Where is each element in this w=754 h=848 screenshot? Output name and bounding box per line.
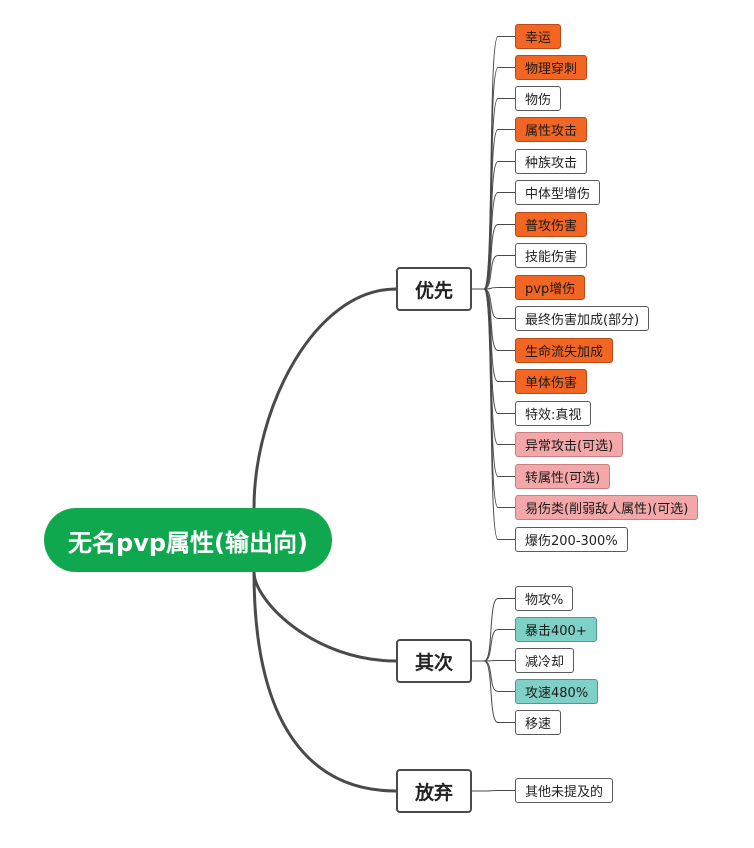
connector-line [252, 571, 397, 663]
connector-line [472, 255, 515, 290]
leaf-item[interactable]: 物伤 [515, 86, 562, 111]
connector-line [472, 660, 515, 723]
connector-line [472, 129, 515, 290]
leaf-item[interactable]: 转属性(可选) [515, 464, 611, 489]
leaf-item[interactable]: 易伤类(削弱敌人属性)(可选) [515, 495, 699, 520]
leaf-item[interactable]: 特效:真视 [515, 401, 592, 426]
connector-line [472, 288, 515, 540]
leaf-item[interactable]: 减冷却 [515, 648, 575, 673]
leaf-item[interactable]: 移速 [515, 710, 562, 735]
leaf-item[interactable]: 爆伤200-300% [515, 527, 628, 552]
leaf-item[interactable]: 幸运 [515, 24, 562, 49]
branch-priority[interactable]: 优先 [396, 267, 472, 311]
connector-line [472, 161, 515, 290]
connector-line [472, 288, 515, 414]
connector-line [472, 288, 515, 477]
connector-line [252, 287, 397, 509]
leaf-item[interactable]: 技能伤害 [515, 243, 588, 268]
leaf-item[interactable]: 暴击400+ [515, 617, 597, 642]
leaf-item[interactable]: 中体型增伤 [515, 180, 601, 205]
leaf-item[interactable]: 其他未提及的 [515, 778, 614, 803]
connector-line [472, 790, 515, 792]
leaf-item[interactable]: 异常攻击(可选) [515, 432, 624, 457]
leaf-item[interactable]: pvp增伤 [515, 275, 586, 300]
connector-line [472, 288, 515, 351]
branch-abandon[interactable]: 放弃 [396, 769, 472, 813]
connector-line [472, 288, 515, 445]
connector-line [472, 660, 515, 692]
connector-line [472, 224, 515, 290]
leaf-item[interactable]: 生命流失加成 [515, 338, 614, 363]
leaf-item[interactable]: 攻速480% [515, 679, 599, 704]
connector-line [252, 571, 397, 793]
connector-line [472, 288, 515, 382]
leaf-item[interactable]: 普攻伤害 [515, 212, 588, 237]
leaf-item[interactable]: 属性攻击 [515, 117, 588, 142]
leaf-item[interactable]: 最终伤害加成(部分) [515, 306, 650, 331]
connector-line [472, 288, 515, 319]
connector-line [472, 629, 515, 662]
connector-line [472, 192, 515, 290]
leaf-item[interactable]: 物攻% [515, 586, 574, 611]
branch-secondary[interactable]: 其次 [396, 639, 472, 683]
leaf-item[interactable]: 种族攻击 [515, 149, 588, 174]
leaf-item[interactable]: 单体伤害 [515, 369, 588, 394]
connector-line [472, 36, 515, 290]
leaf-item[interactable]: 物理穿刺 [515, 55, 588, 80]
root-topic[interactable]: 无名pvp属性(输出向) [44, 508, 332, 572]
